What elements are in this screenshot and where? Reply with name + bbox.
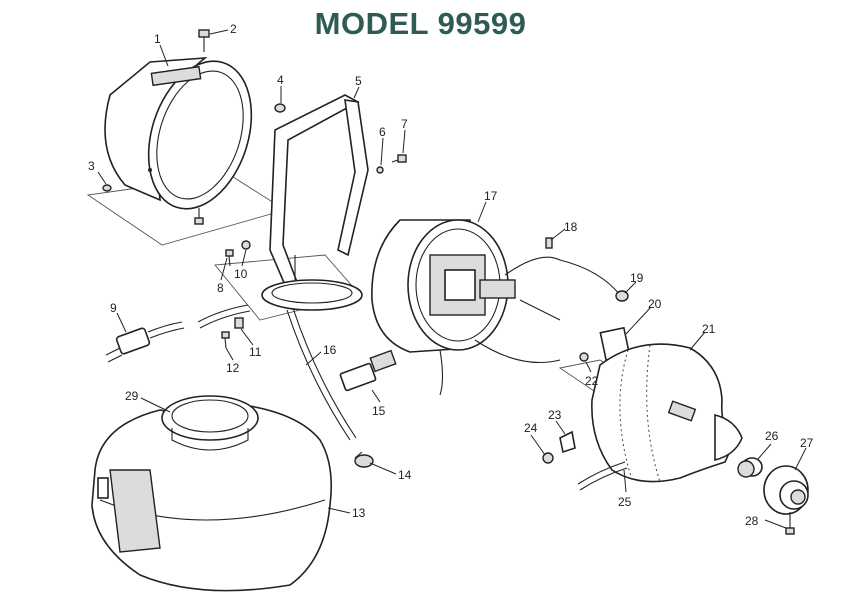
part-14-bolt bbox=[354, 451, 374, 468]
wiring bbox=[439, 256, 621, 396]
callout-15: 15 bbox=[372, 404, 386, 418]
part-2-screw bbox=[198, 29, 210, 52]
callout-8: 8 bbox=[217, 281, 224, 295]
model-title: MODEL 99599 bbox=[314, 6, 527, 41]
part-4-washer bbox=[274, 103, 286, 113]
part-8-screw bbox=[225, 249, 234, 267]
callout-19: 19 bbox=[630, 271, 644, 285]
callout-21: 21 bbox=[702, 322, 716, 336]
callout-24: 24 bbox=[524, 421, 538, 435]
part-9-plug bbox=[105, 321, 185, 363]
callout-12: 12 bbox=[226, 361, 240, 375]
callout-16: 16 bbox=[323, 343, 337, 357]
callout-28: 28 bbox=[745, 514, 759, 528]
callout-14: 14 bbox=[398, 468, 412, 482]
callout-5: 5 bbox=[355, 74, 362, 88]
callout-17: 17 bbox=[484, 189, 498, 203]
callout-numbers: 1 2 3 4 5 6 7 8 9 10 11 12 13 14 15 16 1… bbox=[88, 22, 814, 528]
callout-2: 2 bbox=[230, 22, 237, 36]
callout-3: 3 bbox=[88, 159, 95, 173]
part-24-nut bbox=[542, 452, 554, 464]
part-27-cap bbox=[763, 465, 809, 515]
part-13-tank bbox=[91, 403, 333, 592]
part-25-tube bbox=[577, 461, 626, 485]
shroud-bottom-screw bbox=[194, 208, 204, 225]
callout-20: 20 bbox=[648, 297, 662, 311]
part-3-washer bbox=[102, 184, 112, 192]
part-16-tube bbox=[286, 309, 351, 441]
callout-25: 25 bbox=[618, 495, 632, 509]
callout-13: 13 bbox=[352, 506, 366, 520]
callout-18: 18 bbox=[564, 220, 578, 234]
callout-9: 9 bbox=[110, 301, 117, 315]
callout-6: 6 bbox=[379, 125, 386, 139]
part-6-washer bbox=[376, 166, 384, 174]
callout-11: 11 bbox=[249, 345, 262, 359]
callout-leaders bbox=[97, 29, 807, 529]
part-22-washer bbox=[579, 352, 589, 362]
part-11-clamp bbox=[197, 304, 251, 329]
callout-26: 26 bbox=[765, 429, 779, 443]
part-15-switch bbox=[339, 349, 397, 392]
part-12-screw bbox=[221, 331, 230, 349]
callout-27: 27 bbox=[800, 436, 814, 450]
part-17-motor bbox=[371, 219, 516, 353]
part-18-terminal bbox=[545, 237, 553, 249]
part-23-clip bbox=[559, 430, 576, 454]
part-10-nut bbox=[241, 240, 251, 250]
callout-7: 7 bbox=[401, 117, 408, 131]
callout-1: 1 bbox=[154, 32, 161, 46]
part-26-fitting bbox=[737, 457, 763, 478]
part-1-shroud bbox=[86, 57, 287, 246]
part-28-screw bbox=[785, 512, 795, 535]
part-19-grommet bbox=[615, 290, 629, 302]
callout-22: 22 bbox=[585, 374, 599, 388]
callout-23: 23 bbox=[548, 408, 562, 422]
callout-10: 10 bbox=[234, 267, 248, 281]
callout-29: 29 bbox=[125, 389, 139, 403]
part-5-bracket bbox=[214, 94, 369, 321]
callout-4: 4 bbox=[277, 73, 284, 87]
part-29-lid bbox=[161, 395, 259, 451]
part-7-screw bbox=[391, 154, 407, 163]
